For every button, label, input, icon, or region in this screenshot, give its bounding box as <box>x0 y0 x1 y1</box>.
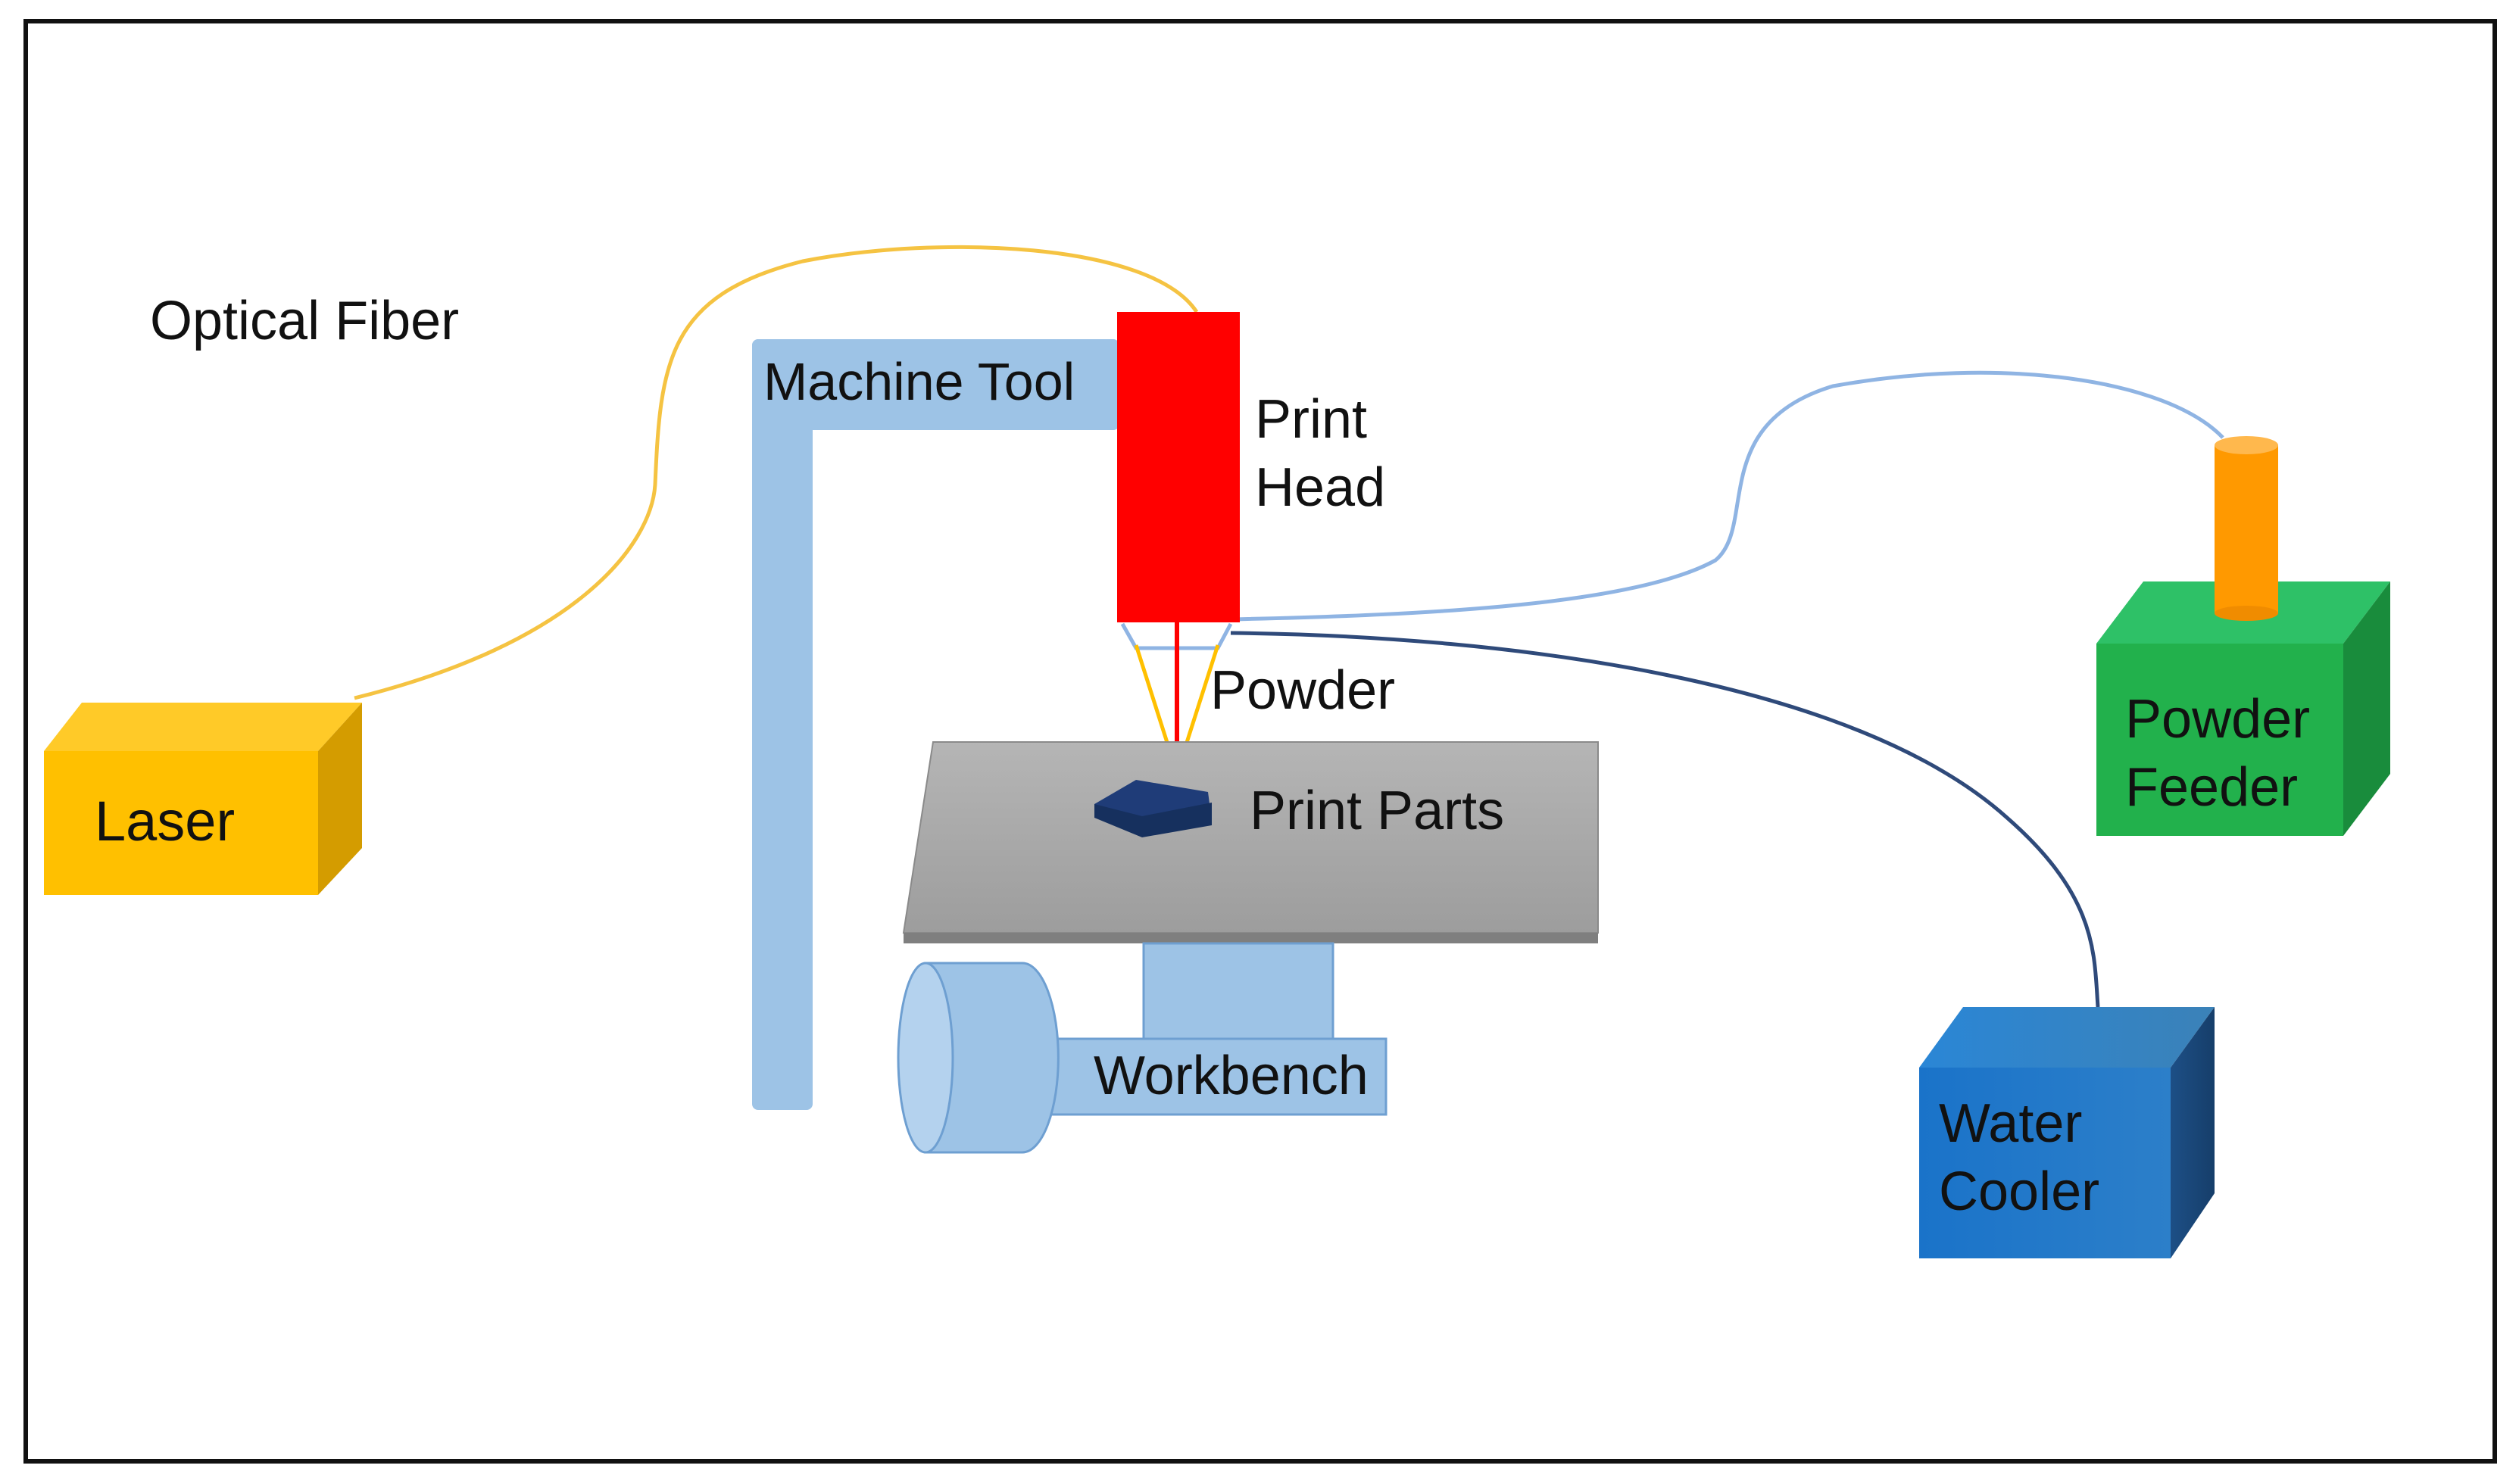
print-part <box>1094 780 1212 837</box>
laser-box <box>44 703 362 895</box>
powder-hose <box>1230 370 2224 622</box>
powder-feeder-label-line1: Powder <box>2125 689 2310 750</box>
build-plate <box>902 741 1599 943</box>
print-head-label-line2: Head <box>1255 457 1385 518</box>
print-head-label-line1: Print <box>1255 389 1367 450</box>
optical-fiber-label: Optical Fiber <box>150 291 459 351</box>
workbench <box>897 942 1387 1154</box>
machine-tool <box>752 339 1119 1110</box>
water-cooler-label-line2: Cooler <box>1939 1161 2099 1222</box>
optical-fiber-cable <box>354 245 1199 700</box>
coolant-hose <box>1230 631 2100 1008</box>
print-parts-label: Print Parts <box>1250 781 1504 841</box>
laser-label: Laser <box>95 790 235 853</box>
powder-feeder-label-line2: Feeder <box>2125 757 2298 818</box>
machine-tool-label: Machine Tool <box>763 352 1075 411</box>
water-cooler <box>1919 1007 2215 1258</box>
workbench-label: Workbench <box>1094 1046 1369 1106</box>
powder-label: Powder <box>1210 660 1395 721</box>
print-head <box>1117 312 1240 622</box>
powder-feeder-hopper <box>2215 436 2278 621</box>
water-cooler-label-line1: Water <box>1939 1093 2082 1154</box>
